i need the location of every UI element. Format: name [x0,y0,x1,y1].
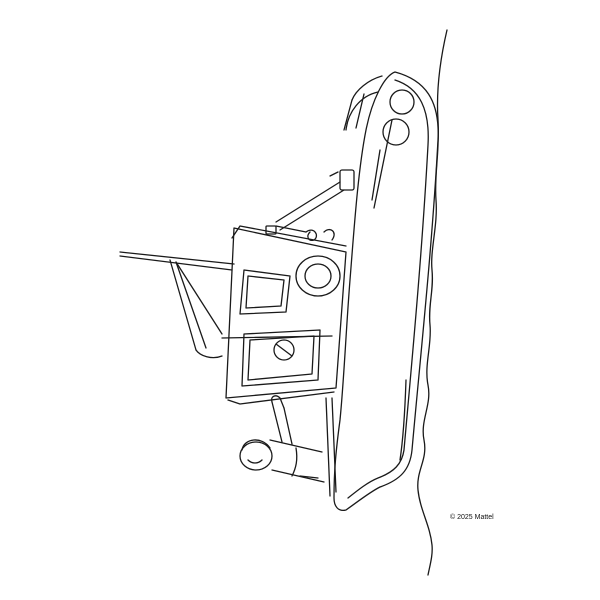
bow-rail [343,75,415,146]
water-waves [417,29,448,576]
stern-structure [325,397,337,497]
copyright-notice: © 2025 Mattel [450,514,494,521]
cabin [221,225,347,405]
mast [119,251,235,359]
crane [265,169,355,242]
person [239,395,325,483]
boat-hull [333,71,439,512]
